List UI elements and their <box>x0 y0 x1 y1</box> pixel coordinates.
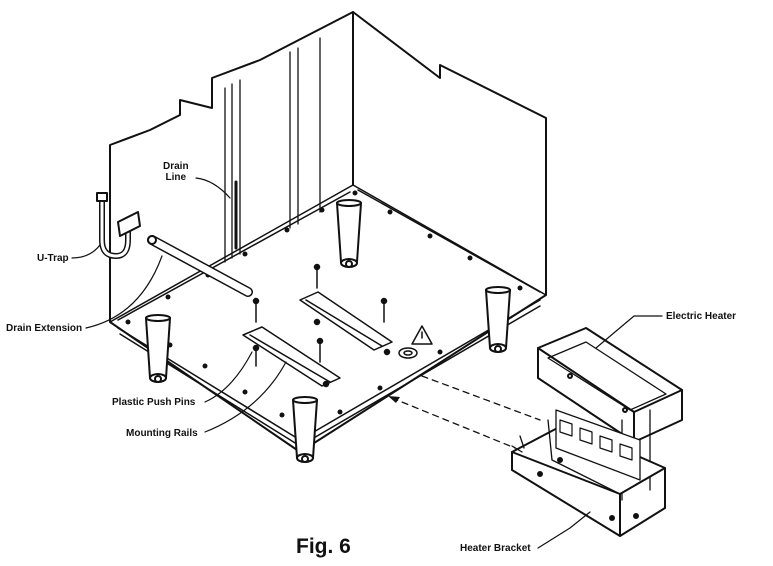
u-trap <box>96 192 141 259</box>
insertion-guides <box>391 375 541 449</box>
drain-extension-label: Drain Extension <box>6 323 83 334</box>
push-pins <box>252 263 391 388</box>
figure-caption: Fig. 6 <box>296 535 351 558</box>
leg-top <box>336 199 362 268</box>
drain-extension <box>147 235 253 297</box>
wire-fitting <box>398 347 418 359</box>
electric-heater <box>537 327 683 501</box>
leader-lines <box>71 177 663 549</box>
leg-left <box>145 314 171 383</box>
drain-line-label: Drain Line <box>163 161 189 183</box>
warning-icon <box>411 325 433 345</box>
drain-line-label-line2: Line <box>165 172 187 183</box>
mounting-rails-label: Mounting Rails <box>126 428 198 439</box>
mounting-rail-lower <box>242 326 341 387</box>
u-trap-label: U-Trap <box>37 253 69 264</box>
insertion-arrow-icon <box>388 396 400 403</box>
cabinet-body <box>109 11 547 453</box>
drain-line-label-line1: Drain <box>163 161 189 172</box>
heater-bracket-label: Heater Bracket <box>460 543 531 554</box>
leg-right <box>485 286 511 353</box>
plastic-push-pins-label: Plastic Push Pins <box>112 397 196 408</box>
leg-bottom <box>292 396 318 463</box>
mounting-rail-upper <box>299 291 393 351</box>
electric-heater-label: Electric Heater <box>666 311 737 322</box>
heater-bracket <box>511 409 666 537</box>
